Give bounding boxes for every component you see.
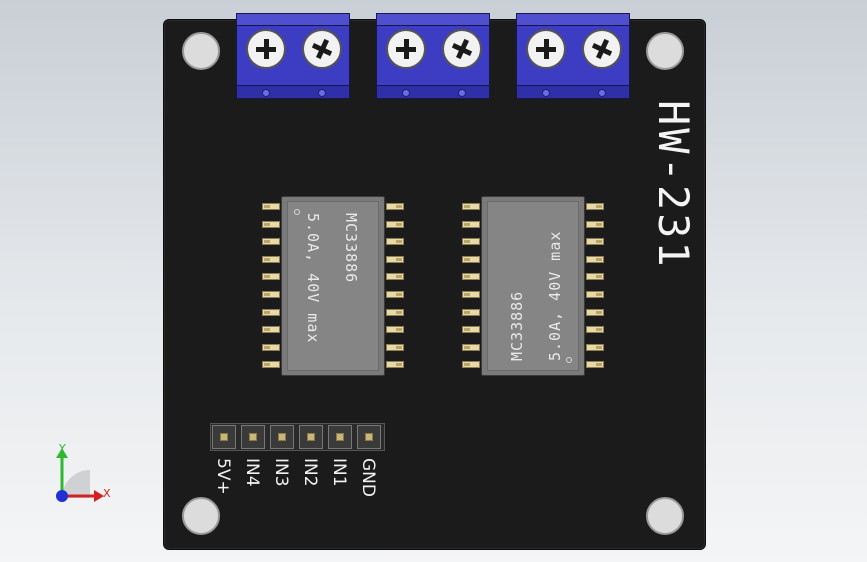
chip-lead (386, 308, 404, 316)
screw-terminal-1 (236, 13, 350, 99)
chip-part-number: MC33886 (342, 213, 360, 284)
chip-lead (262, 308, 280, 316)
chip-lead (386, 291, 404, 298)
header-pin (328, 425, 352, 449)
chip-lead (462, 203, 480, 210)
pin-label: IN4 (242, 458, 262, 487)
chip-lead (586, 326, 604, 334)
header-pin (212, 425, 236, 449)
chip-lead (586, 361, 604, 369)
header-pin (241, 425, 265, 449)
chip-lead (462, 308, 480, 316)
axis-label-y: Y (59, 442, 66, 455)
pin-label: IN3 (271, 458, 291, 487)
chip-lead (586, 255, 604, 263)
header-pin (357, 425, 381, 449)
driver-chip-left: MC33886 5.0A, 40V max (281, 196, 385, 376)
chip-lead (262, 326, 280, 334)
chip-lead (586, 291, 604, 298)
chip-lead (262, 343, 280, 351)
chip-lead (262, 255, 280, 263)
chip-lead (462, 291, 480, 298)
mounting-hole-top-left (182, 32, 220, 70)
chip-lead (386, 238, 404, 246)
chip-rating: 5.0A, 40V max (546, 230, 564, 361)
chip-lead (386, 255, 404, 263)
chip-lead (586, 238, 604, 246)
chip-lead (586, 343, 604, 351)
chip-lead (586, 308, 604, 316)
mounting-hole-bottom-left (182, 497, 220, 535)
header-pin (299, 425, 323, 449)
chip-lead (386, 273, 404, 281)
chip-lead (386, 326, 404, 334)
screw-terminal-3 (516, 13, 630, 99)
chip-lead (462, 343, 480, 351)
pin-header (210, 423, 385, 451)
chip-lead (262, 273, 280, 281)
screw-terminal-2 (376, 13, 490, 99)
header-pin (270, 425, 294, 449)
pin-label: GND (358, 458, 378, 497)
board-title: HW-231 (649, 100, 698, 270)
screw-icon (526, 29, 566, 69)
chip-lead (386, 203, 404, 210)
chip-lead (386, 361, 404, 369)
pin-label: IN1 (329, 458, 349, 487)
mounting-hole-bottom-right (646, 497, 684, 535)
pin-label: IN2 (300, 458, 320, 487)
screw-icon (582, 29, 622, 69)
screw-icon (442, 29, 482, 69)
chip-lead (386, 220, 404, 228)
chip-lead (462, 255, 480, 263)
chip-lead (462, 326, 480, 334)
chip-lead (586, 273, 604, 281)
chip-rating: 5.0A, 40V max (304, 213, 322, 344)
chip-lead (586, 203, 604, 210)
chip-lead (262, 238, 280, 246)
chip-lead (586, 220, 604, 228)
chip-lead (462, 361, 480, 369)
mounting-hole-top-right (646, 32, 684, 70)
chip-lead (262, 361, 280, 369)
chip-lead (386, 343, 404, 351)
chip-lead (462, 273, 480, 281)
driver-chip-right: MC33886 5.0A, 40V max (481, 196, 585, 376)
pcb-board (163, 19, 706, 550)
screw-icon (386, 29, 426, 69)
chip-part-number: MC33886 (508, 290, 526, 361)
chip-lead (462, 238, 480, 246)
screw-icon (246, 29, 286, 69)
chip-lead (262, 220, 280, 228)
axis-triad-icon (56, 448, 104, 502)
screw-icon (302, 29, 342, 69)
pin-label: 5V+ (213, 458, 233, 495)
axis-label-x: X (103, 487, 111, 500)
chip-lead (262, 203, 280, 210)
chip-lead (262, 291, 280, 298)
chip-lead (462, 220, 480, 228)
